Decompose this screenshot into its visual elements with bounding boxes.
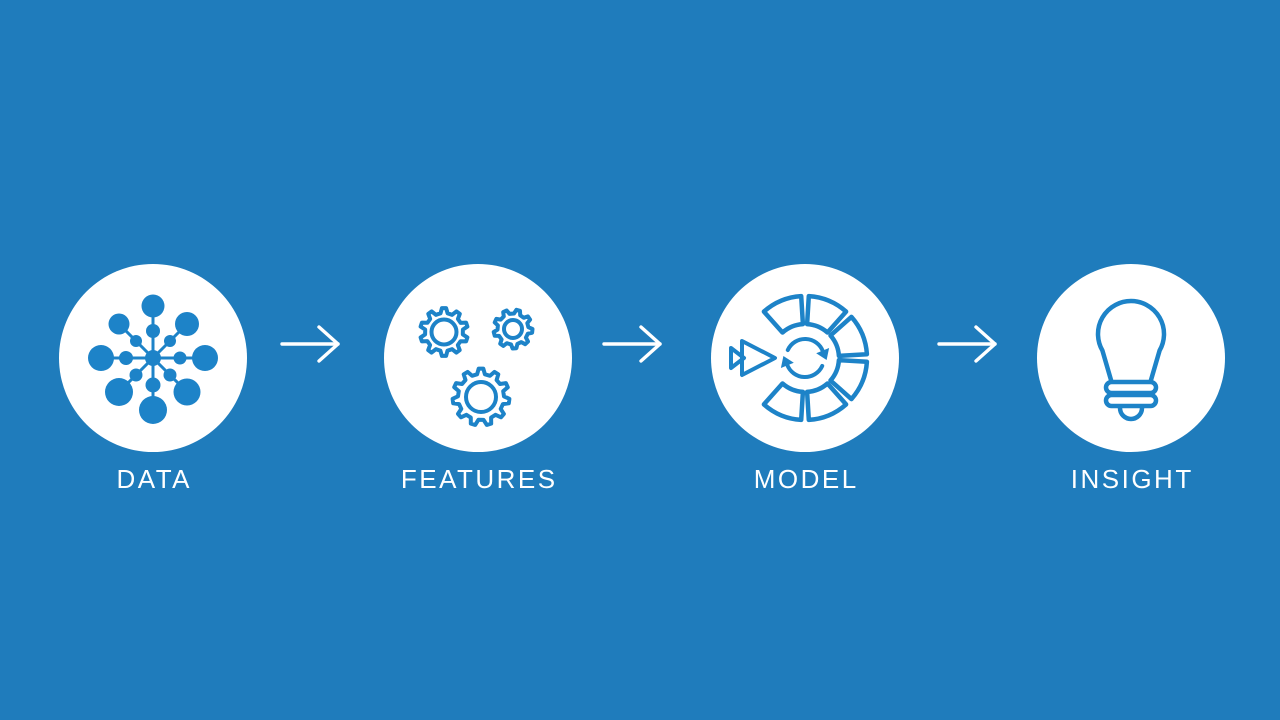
gear-icon: [418, 306, 470, 358]
right-arrow-icon: [280, 325, 340, 363]
data-circle: [59, 264, 247, 452]
network-hub-icon: [88, 294, 218, 424]
step-data: DATA: [59, 264, 247, 495]
step-model: MODEL: [711, 264, 899, 495]
step-insight: INSIGHT: [1037, 264, 1225, 495]
model-iteration-icon: [729, 293, 870, 423]
segmented-ring-icon: [761, 293, 870, 423]
step-label-insight: INSIGHT: [1070, 464, 1194, 494]
step-label-data: DATA: [116, 464, 192, 494]
right-arrow-icon: [937, 325, 997, 363]
gear-icon: [450, 366, 512, 427]
gears-icon: [418, 306, 535, 427]
cycle-arrows-icon: [780, 337, 830, 379]
features-circle: [384, 264, 572, 452]
step-label-features: FEATURES: [400, 464, 558, 494]
model-circle: [711, 264, 899, 452]
step-label-model: MODEL: [753, 464, 859, 494]
input-triangles-icon: [729, 339, 777, 377]
insight-circle: [1037, 264, 1225, 452]
gear-icon: [491, 307, 535, 351]
lightbulb-icon: [1095, 298, 1167, 422]
step-features: FEATURES: [384, 264, 572, 495]
right-arrow-icon: [602, 325, 662, 363]
